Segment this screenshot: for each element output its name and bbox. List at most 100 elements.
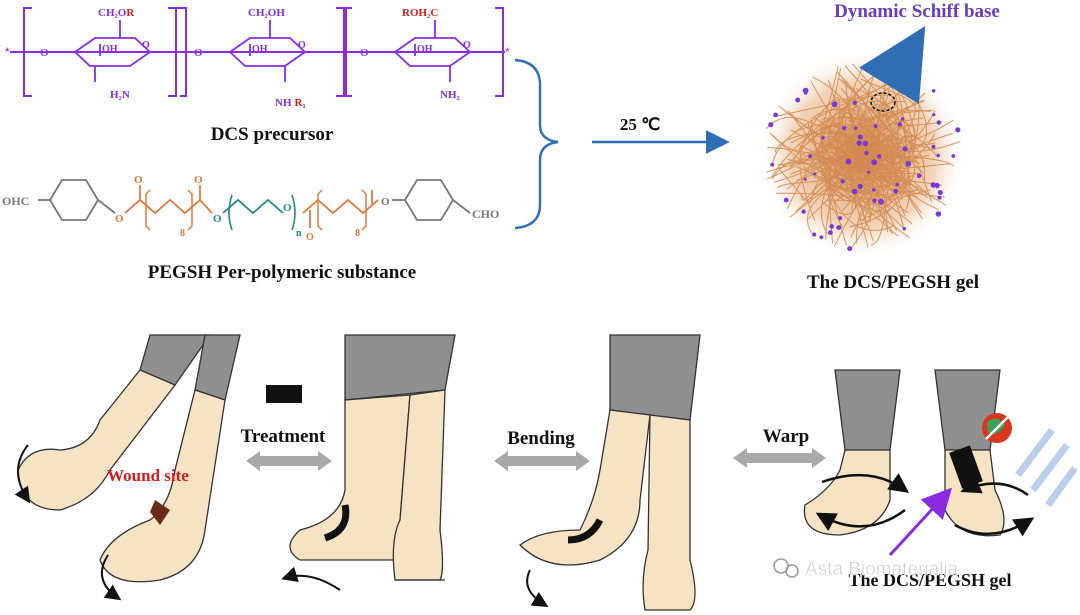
crosslink-dot (916, 173, 922, 179)
polymer-fiber (790, 98, 917, 166)
crosslink-dot (854, 126, 858, 130)
polymer-fiber (834, 124, 926, 183)
crosslink-dot (873, 124, 878, 129)
crosslink-dot (851, 188, 858, 195)
glucosamine-ring-2 (228, 20, 307, 82)
polymer-fiber (819, 177, 857, 215)
polymer-fiber (886, 124, 916, 195)
gel-patch-applied (323, 504, 350, 542)
release-arrows (1015, 427, 1078, 508)
crosslink-dot (862, 140, 869, 147)
crosslink-dot (803, 177, 807, 181)
schiff-base-pointer (859, 26, 926, 105)
polymer-fiber (828, 92, 926, 217)
unit3-amine: NH₂ (440, 89, 461, 101)
watermark: Asta Biomaterialia (773, 558, 959, 580)
dcs-precursor-label: DCS precursor (211, 124, 334, 145)
panel-treatment (289, 334, 456, 581)
gel-network (757, 50, 967, 260)
crosslink-dot (902, 146, 908, 152)
crosslink-dot (831, 101, 838, 108)
polymer-fiber (766, 116, 936, 148)
crosslink-dot (935, 211, 942, 217)
crosslink-dot (795, 97, 801, 103)
crosslink-dot (895, 182, 899, 187)
gel-pointer-arrow (888, 487, 953, 557)
link-oxygen-2: O (194, 47, 203, 59)
crosslink-dot (803, 91, 808, 95)
arrow-warp (733, 448, 826, 468)
pegsh-carbonyl-o-3: O (306, 232, 314, 243)
crosslink-dot (937, 190, 943, 195)
polymer-fiber (839, 65, 886, 147)
crosslink-dot (955, 127, 961, 133)
pegsh-left-aldehyde: OHC (2, 194, 29, 208)
pegsh-subscript-8-right: 8 (355, 228, 360, 239)
crosslink-dot (813, 172, 817, 176)
crosslink-dot (845, 158, 852, 165)
antibacterial-badge-icon (982, 413, 1012, 443)
bending-label: Bending (507, 428, 575, 449)
pegsh-subscript-8-left: 8 (180, 228, 185, 239)
pegsh-label: PEGSH Per-polymeric substance (148, 262, 416, 283)
crosslink-dot (931, 144, 936, 149)
crosslink-dot (931, 89, 936, 93)
arrow-bending (494, 451, 590, 471)
crosslink-dot (901, 84, 907, 90)
link-oxygen-3: O (360, 47, 369, 59)
schiff-base-label: Dynamic Schiff base (834, 1, 1000, 22)
crosslink-dot (857, 134, 863, 140)
treatment-label: Treatment (241, 426, 326, 447)
polymer-fiber (801, 125, 901, 201)
crosslink-dot (872, 198, 877, 203)
pegsh-ester-o-1: O (115, 213, 124, 225)
chain-end-star-left: * (5, 45, 10, 59)
unit3-ring-oxygen: O (463, 40, 471, 51)
crosslink-dot (829, 224, 834, 229)
crosslink-dot (864, 150, 869, 156)
glucosamine-ring-1 (73, 20, 152, 82)
crosslink-dot (897, 122, 902, 127)
gel-patch-icon (266, 385, 302, 403)
crosslink-dot (934, 182, 940, 189)
polymer-fiber (881, 156, 898, 183)
polymer-fiber (886, 133, 906, 217)
crosslink-dot (836, 225, 842, 231)
crosslink-dot (812, 232, 817, 237)
glucosamine-ring-3 (393, 20, 472, 82)
gel-label: The DCS/PEGSH gel (807, 272, 979, 293)
pegsh-subscript-n: n (296, 228, 302, 239)
polymer-fiber (787, 110, 899, 237)
pegsh-structure: OHC O O O 8 O O n 8 O CHO O (2, 174, 499, 243)
pegsh-ether-o-1: O (213, 213, 222, 225)
crosslink-dot (838, 216, 843, 221)
crosslink-dot (872, 188, 876, 192)
crosslink-dot (902, 227, 906, 231)
unit2-oh: OH (252, 44, 268, 55)
crosslink-dot (867, 170, 871, 174)
crosslink-dot (871, 159, 878, 166)
polymer-fiber (866, 99, 936, 158)
link-oxygen-1: O (40, 47, 49, 59)
warp-label: Warp (763, 426, 809, 447)
polymer-fiber (777, 154, 852, 166)
pegsh-ester-o-2: O (381, 196, 390, 208)
crosslink-dot (847, 246, 853, 252)
crosslink-dot (932, 113, 936, 117)
crosslink-dot (878, 198, 884, 205)
crosslink-dot (905, 160, 912, 167)
reaction-temperature: 25 ℃ (620, 115, 660, 134)
transition-arrows (246, 448, 826, 471)
unit1-oh: OH (102, 44, 118, 55)
polymer-fiber (777, 138, 892, 204)
leg-illustrations: Wound site (14, 334, 1078, 611)
gel-patch-bending (567, 518, 604, 544)
crosslink-dot (808, 154, 812, 159)
pegsh-ether-o-2: O (283, 202, 292, 214)
sebacate-chain-left (124, 198, 213, 215)
crosslink-dot (768, 122, 774, 128)
reaction-bracket (514, 58, 559, 230)
crosslink-dot (877, 154, 882, 159)
